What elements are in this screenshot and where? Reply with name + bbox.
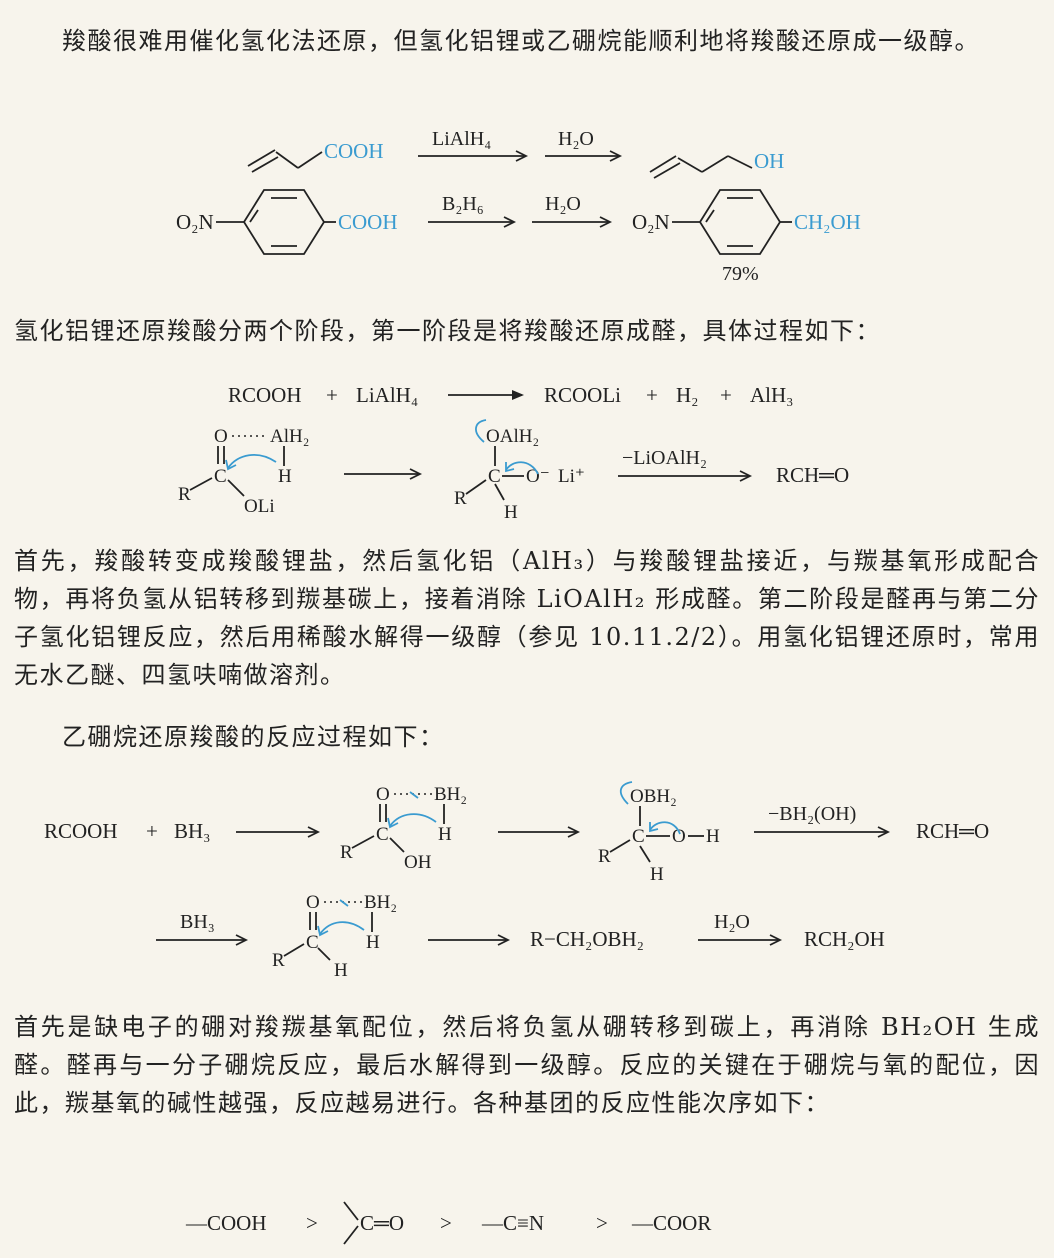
svg-text:OAlH₂: OAlH₂ [486,426,539,447]
svg-text:R: R [598,846,611,867]
scheme-reductions: COOH LiAlH₄ H₂O OH O₂N COOH B₂H₆ H₂O O₂N… [176,128,861,285]
svg-text:+: + [720,383,732,407]
svg-text:>: > [440,1211,452,1235]
scheme-borane-mechanism-2: BH₃ O BH₂ C H R H R−CH₂OBH₂ H₂O RCH₂OH [156,892,885,981]
reagent-water-1: H₂O [558,128,594,150]
scheme-borane-mechanism-1: RCOOH + BH₃ O BH₂ C H R OH OBH₂ C O H R … [44,781,989,885]
svg-text:OLi: OLi [244,496,275,517]
paragraph-lialh4-explanation: 首先，羧酸转变成羧酸锂盐，然后氢化铝（AlH₃）与羧酸锂盐接近，与羰基氧形成配合… [14,547,1040,689]
paragraph-lialh4-stages: 氢化铝锂还原羧酸分两个阶段，第一阶段是将羧酸还原成醛，具体过程如下： [14,317,881,345]
svg-text:OH: OH [404,852,432,873]
ch2oh-label: CH₂OH [794,210,861,234]
svg-text:C: C [306,932,319,953]
aldehyde-borane-complex-structure: O BH₂ C H R H [272,892,397,981]
paragraph-borane-intro: 乙硼烷还原羧酸的反应过程如下： [62,723,445,751]
aldehyde-product-2: RCH═O [916,819,989,843]
svg-text:RCOOLi: RCOOLi [544,383,621,407]
svg-text:AlH₂: AlH₂ [270,426,309,447]
reagent-minus-bh2oh: −BH₂(OH) [768,803,856,825]
svg-text:RCOOH: RCOOH [228,383,302,407]
aldehyde-product-1: RCH═O [776,463,849,487]
svg-text:R: R [340,842,353,863]
svg-text:+: + [146,819,158,843]
reagent-water-3: H₂O [714,911,750,933]
svg-text:C: C [632,826,645,847]
svg-text:BH₃: BH₃ [174,819,211,843]
group-carboxylic-acid: —COOH [185,1211,267,1235]
nitro-label-2: O₂N [632,210,670,234]
lialh4-equation: RCOOH + LiAlH₄ RCOOLi + H₂ + AlH₃ [228,383,794,407]
paragraph-intro: 羧酸很难用催化氢化法还原，但氢化铝锂或乙硼烷能顺利地将羧酸还原成一级醇。 [62,27,980,55]
svg-text:+: + [646,383,658,407]
borane-complex-structure: O BH₂ C H R OH [340,784,467,873]
reagent-b2h6: B₂H₆ [442,193,484,215]
butenol-structure: OH [649,149,784,179]
svg-text:RCOOH: RCOOH [44,819,118,843]
borate-intermediate-structure: OBH₂ C O H R H [598,781,720,885]
svg-text:Li⁺: Li⁺ [558,466,585,487]
primary-alcohol-product: RCH₂OH [804,927,885,951]
svg-text:BH₂: BH₂ [364,892,397,913]
svg-text:O: O [672,826,686,847]
svg-text:H: H [438,824,452,845]
svg-text:O: O [214,426,228,447]
alh3-complex-structure: O AlH₂ C H R OLi [178,426,309,517]
svg-text:R: R [454,488,467,509]
scheme-lialh4-mechanism: RCOOH + LiAlH₄ RCOOLi + H₂ + AlH₃ O AlH₂… [178,383,849,523]
svg-text:O⁻: O⁻ [526,466,550,487]
svg-text:AlH₃: AlH₃ [750,383,794,407]
nitro-label-1: O₂N [176,210,214,234]
nitrobenzoic-acid-structure: O₂N COOH [176,189,398,255]
svg-text:H: H [366,932,380,953]
svg-text:O: O [376,784,390,805]
svg-text:O: O [306,892,320,913]
svg-text:C: C [488,466,501,487]
svg-text:LiAlH₄: LiAlH₄ [356,383,418,407]
svg-text:>: > [306,1211,318,1235]
oh-label: OH [754,149,784,173]
svg-text:+: + [326,383,338,407]
svg-text:H: H [504,502,518,523]
group-nitrile: —C≡N [481,1211,544,1235]
svg-text:>: > [596,1211,608,1235]
svg-text:R: R [178,484,191,505]
svg-text:H: H [706,826,720,847]
svg-text:H: H [650,864,664,885]
svg-text:OBH₂: OBH₂ [630,786,677,807]
svg-text:H: H [278,466,292,487]
cooh-label: COOH [324,139,384,163]
group-carbonyl: C═O [360,1211,404,1235]
svg-text:R: R [272,950,285,971]
paragraph-borane-explanation: 首先是缺电子的硼对羧羰基氧配位，然后将负氢从硼转移到碳上，再消除 BH₂OH 生… [14,1013,1040,1117]
svg-text:C: C [214,466,227,487]
svg-text:C: C [376,824,389,845]
reagent-bh3: BH₃ [180,911,215,933]
reactivity-order: —COOH > C═O > —C≡N > —COOR [185,1201,711,1245]
svg-text:H: H [334,960,348,981]
butenoic-acid-structure: COOH [247,139,384,173]
reagent-lialh4: LiAlH₄ [432,128,491,150]
reagent-water-2: H₂O [545,193,581,215]
yield-label: 79% [722,263,759,285]
reagent-minus-lioalh2: −LiOAlH₂ [622,447,707,469]
alkoxyborane-intermediate: R−CH₂OBH₂ [530,927,644,951]
nitrobenzyl-alcohol-structure: O₂N CH₂OH [632,189,861,255]
cooh-label-2: COOH [338,210,398,234]
alkoxide-intermediate-structure: OAlH₂ C O⁻ Li⁺ R H [454,419,585,523]
group-ester: —COOR [631,1211,711,1235]
svg-text:H₂: H₂ [676,383,699,407]
svg-text:BH₂: BH₂ [434,784,467,805]
